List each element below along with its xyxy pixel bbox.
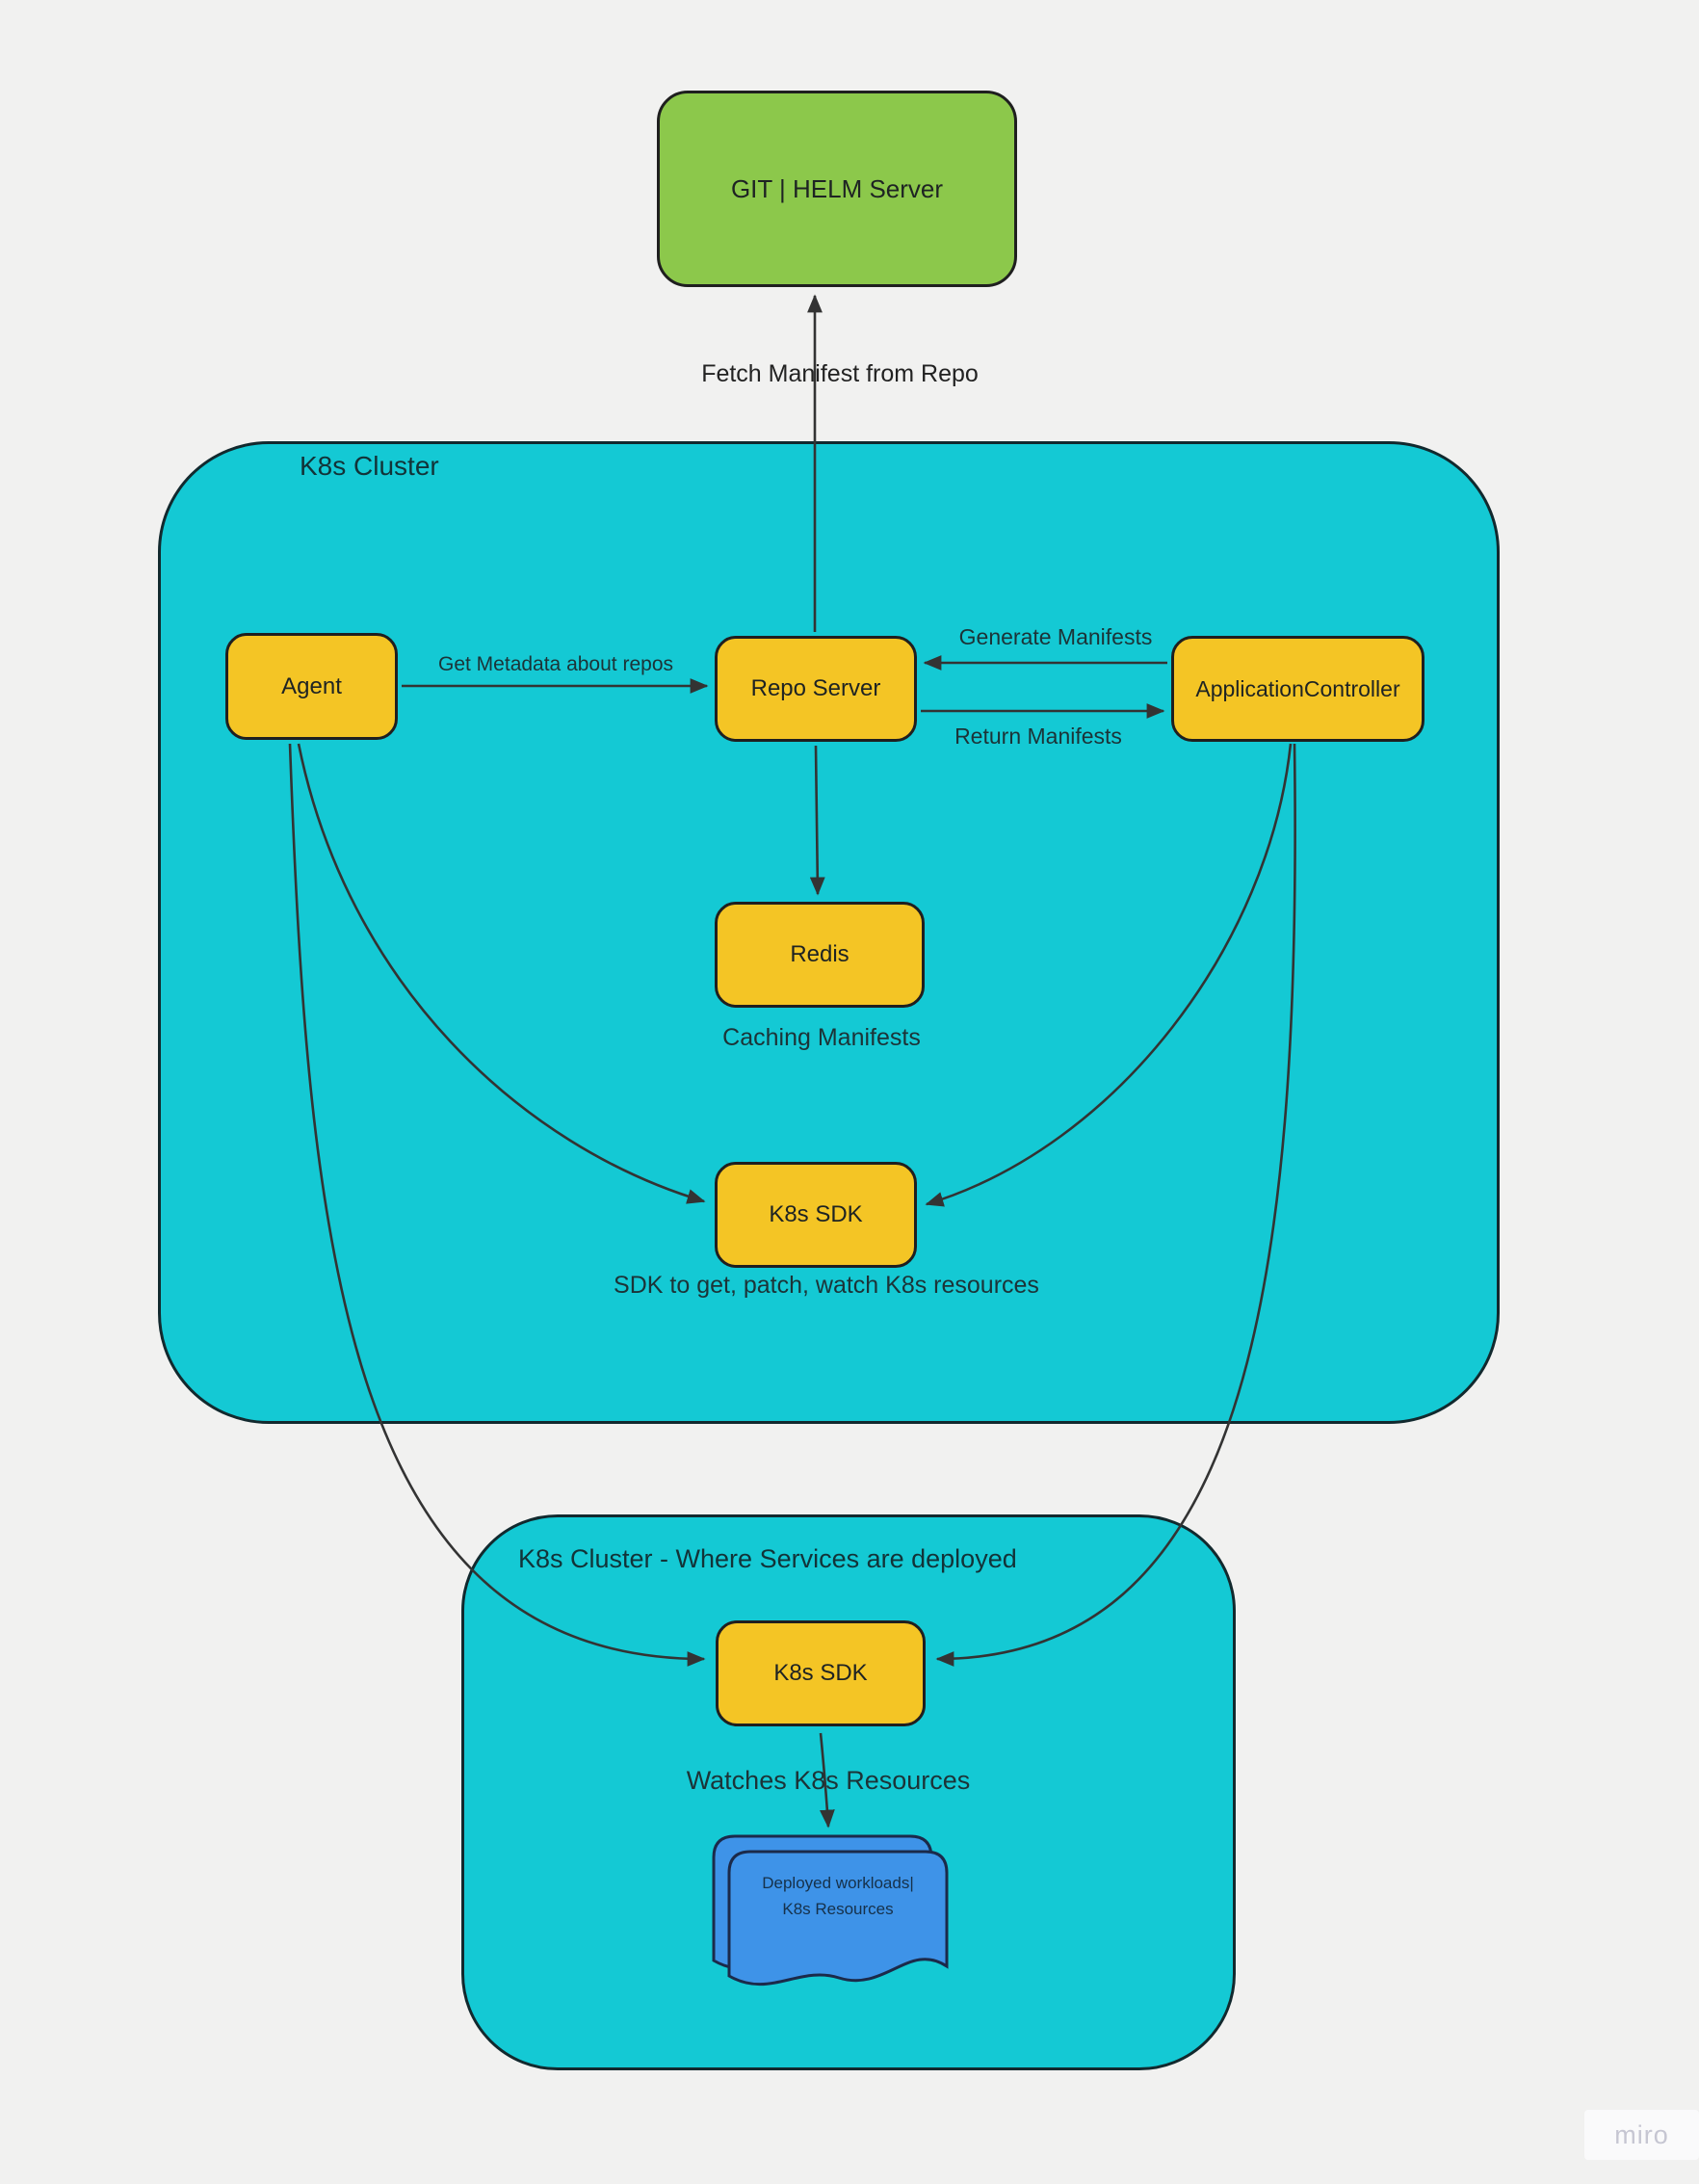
workloads-line2: K8s Resources (782, 1900, 894, 1918)
k8s-cluster-title: K8s Cluster (300, 451, 439, 481)
label-generate-manifests[interactable]: Generate Manifests (958, 624, 1153, 649)
label-get-metadata[interactable]: Get Metadata about repos (438, 653, 673, 675)
label-return-manifests[interactable]: Return Manifests (954, 724, 1122, 749)
k8s-deploy-cluster-title: K8s Cluster - Where Services are deploye… (518, 1544, 1017, 1573)
repo-server-label: Repo Server (750, 675, 881, 701)
node-application-controller[interactable]: ApplicationController (1171, 636, 1425, 742)
arrow-agent-to-deploy-k8s-sdk[interactable] (288, 743, 706, 1667)
git-helm-server-label: GIT | HELM Server (730, 173, 944, 203)
node-deploy-k8s-sdk[interactable]: K8s SDK (716, 1620, 926, 1726)
node-repo-server[interactable]: Repo Server (715, 636, 917, 742)
workloads-line1: Deployed workloads| (762, 1874, 914, 1892)
label-sdk-note[interactable]: SDK to get, patch, watch K8s resources (614, 1272, 1039, 1299)
node-k8s-sdk[interactable]: K8s SDK (715, 1162, 917, 1268)
k8s-sdk-label: K8s SDK (769, 1201, 863, 1227)
miro-watermark-text: miro (1614, 2119, 1669, 2149)
deploy-k8s-sdk-label: K8s SDK (773, 1660, 868, 1686)
arrow-repo-server-to-redis[interactable] (809, 745, 825, 896)
agent-label: Agent (281, 672, 342, 699)
workloads-document-shape[interactable] (695, 1821, 984, 2023)
miro-watermark[interactable]: miro (1584, 2110, 1699, 2160)
arrow-appcontroller-to-k8s-sdk[interactable] (925, 743, 1293, 1207)
workloads-document-front (727, 1850, 949, 1987)
node-git-helm-server[interactable]: GIT | HELM Server (657, 91, 1017, 287)
arrow-k8s-sdk-to-workloads[interactable] (819, 1732, 835, 1829)
arrow-appcontroller-to-deploy-k8s-sdk[interactable] (935, 743, 1296, 1667)
label-caching-manifests[interactable]: Caching Manifests (722, 1024, 921, 1051)
application-controller-label: ApplicationController (1195, 675, 1400, 701)
workloads-document-text: Deployed workloads| K8s Resources (762, 1870, 914, 1922)
redis-label: Redis (790, 941, 850, 967)
label-fetch-manifest[interactable]: Fetch Manifest from Repo (701, 360, 979, 387)
node-redis[interactable]: Redis (715, 902, 925, 1008)
node-agent[interactable]: Agent (225, 633, 398, 740)
arrow-agent-to-k8s-sdk[interactable] (297, 743, 706, 1204)
label-watches-resources[interactable]: Watches K8s Resources (686, 1766, 971, 1795)
